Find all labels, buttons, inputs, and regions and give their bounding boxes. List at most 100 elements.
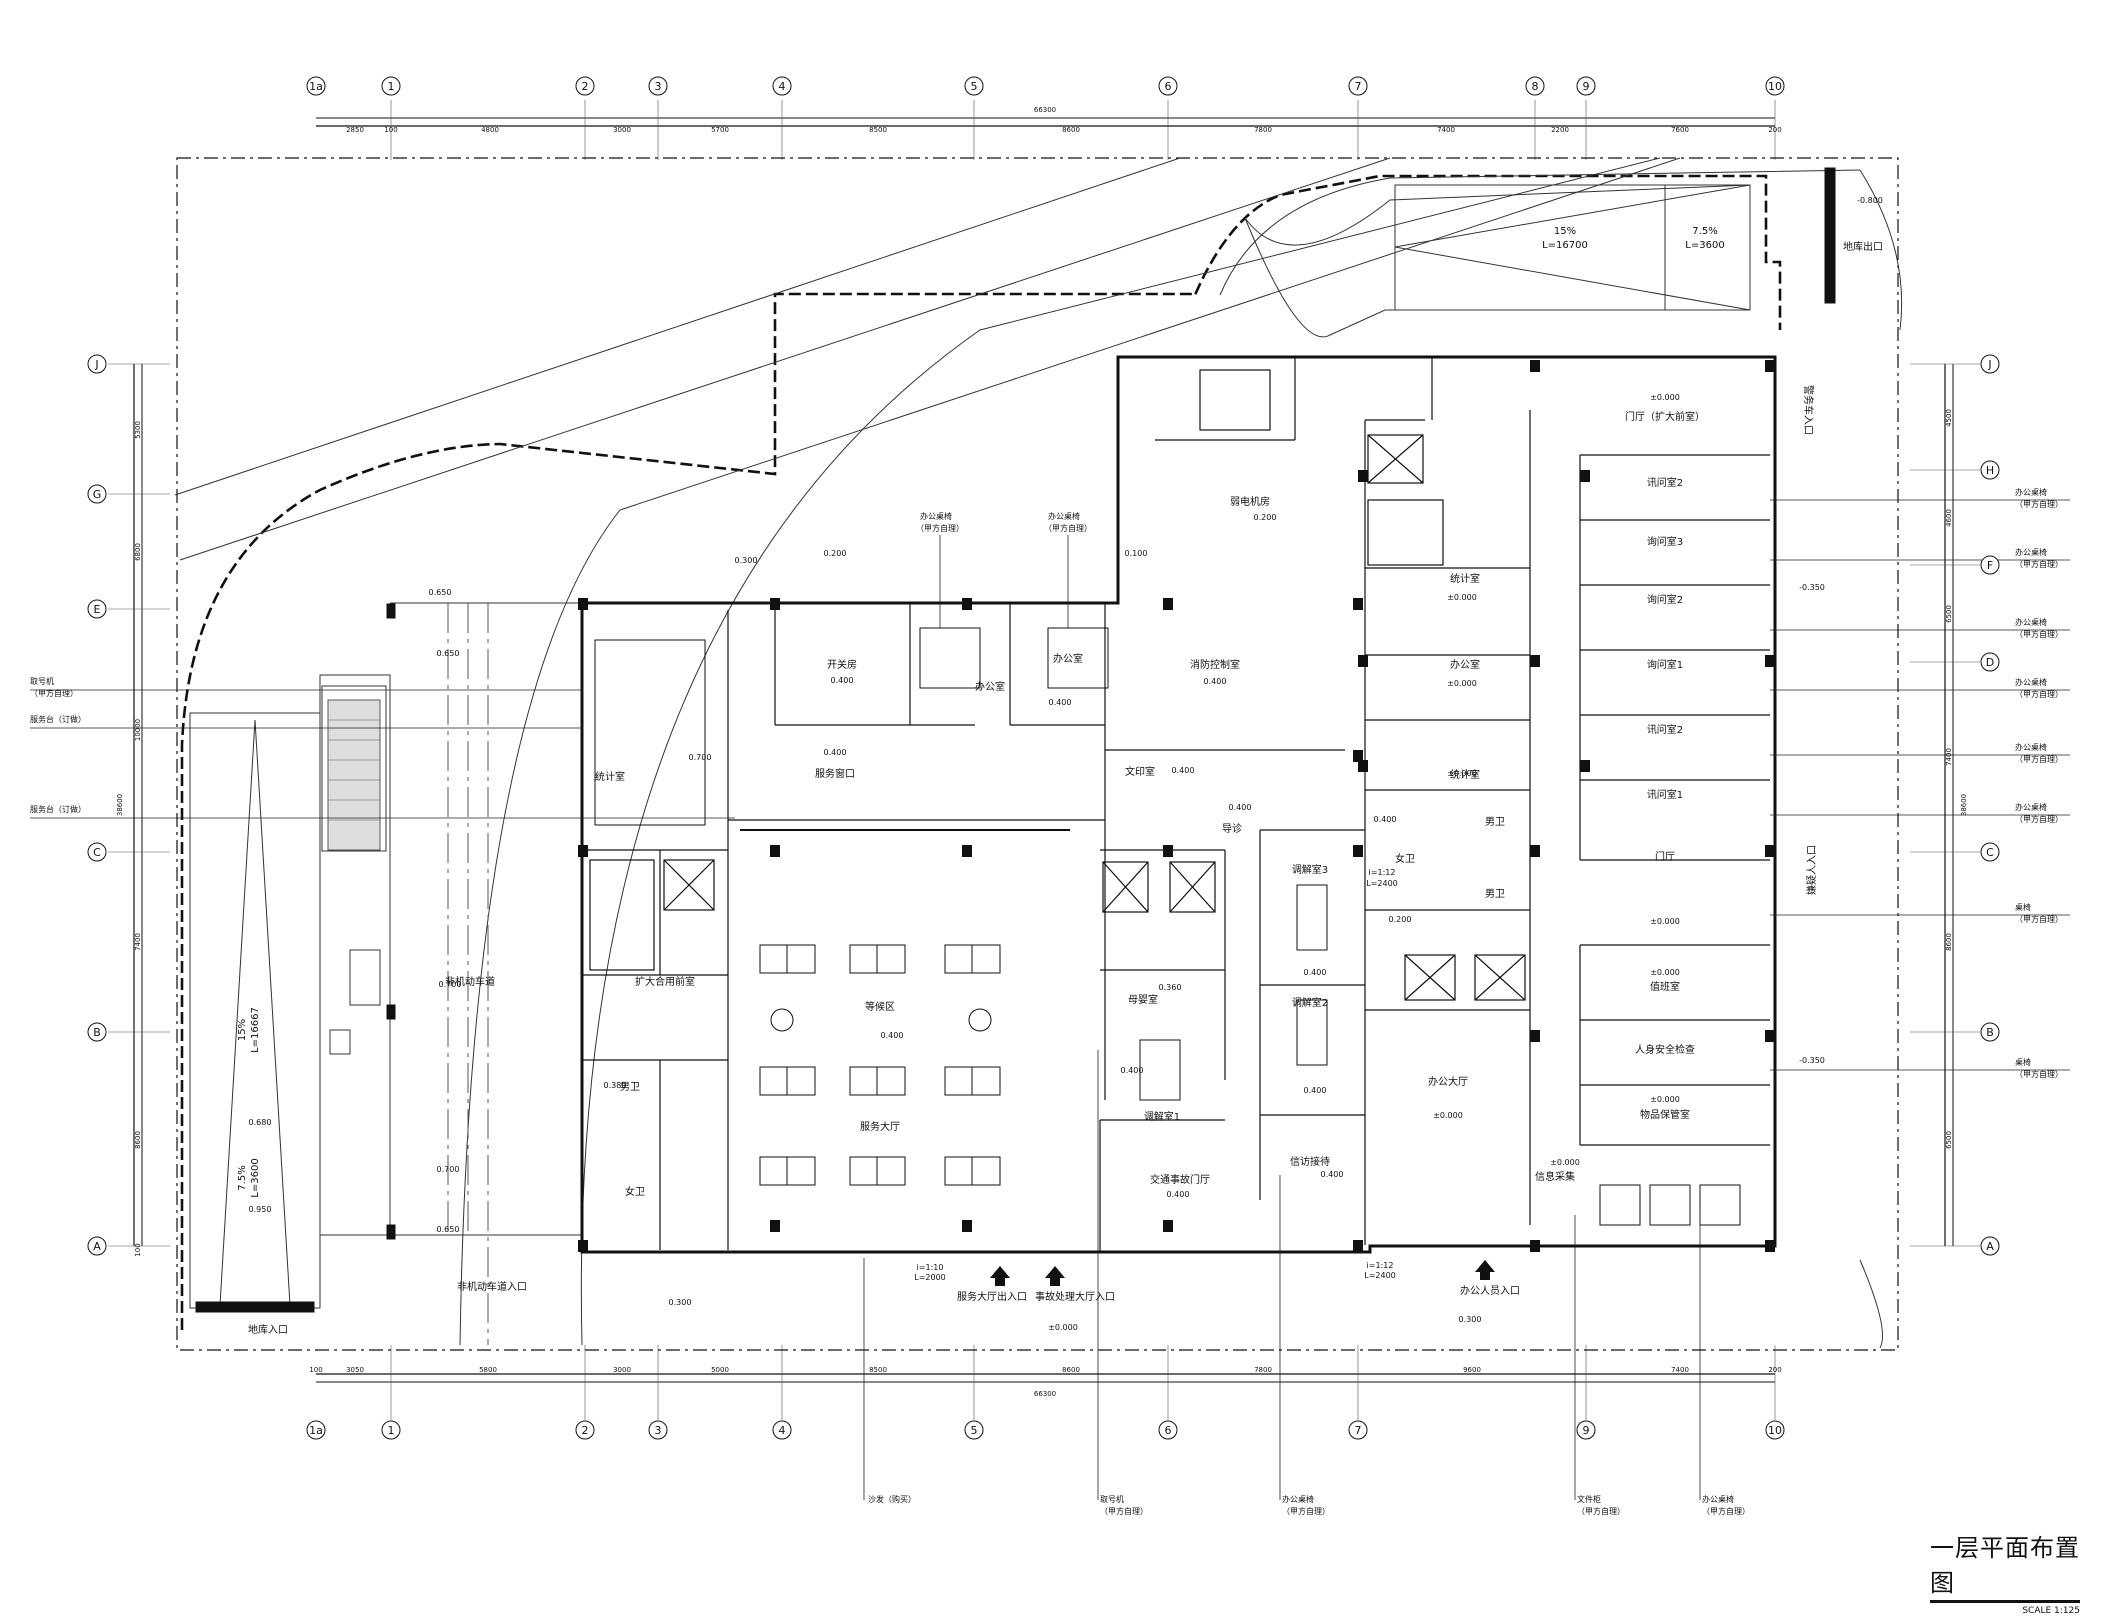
dimension-text: 4500 [1945, 409, 1953, 427]
level-mark: ±0.000 [1650, 393, 1680, 402]
leader-label: （甲方自理） [30, 688, 78, 698]
dimension-text: 7800 [1254, 1366, 1272, 1374]
level-mark: 0.700 [439, 980, 462, 989]
dimension-text: 100 [309, 1366, 322, 1374]
leader-label: （甲方自理） [2015, 814, 2063, 824]
level-mark: ±0.000 [1048, 1323, 1078, 1332]
axis-label: 3 [655, 80, 662, 93]
dimension-text: 8600 [1062, 126, 1080, 134]
dimension-text: 8600 [1062, 1366, 1080, 1374]
dimension-text: 100 [384, 126, 397, 134]
room-label: 信息采集 [1535, 1170, 1575, 1183]
dimension-text: 5800 [479, 1366, 497, 1374]
level-mark: 0.400 [1204, 677, 1227, 686]
ramp-slope: i=1:10 [917, 1263, 944, 1272]
level-mark: ±0.000 [1650, 917, 1680, 926]
room-label: 办公室 [1450, 658, 1480, 671]
room-label: 母婴室 [1128, 993, 1158, 1006]
room-label: 男卫 [1485, 816, 1505, 828]
room-label: 值班室 [1650, 980, 1680, 993]
axis-label: 4 [779, 1424, 786, 1437]
room-label: 统计室 [595, 770, 625, 783]
room-label: 等候区 [865, 1000, 895, 1013]
leader-label: 办公桌椅 [1702, 1494, 1734, 1504]
room-label: 文印室 [1125, 765, 1155, 778]
level-mark: ±0.000 [1433, 1111, 1463, 1120]
room-label: 询问室2 [1647, 593, 1683, 606]
room-label: 地库入口 [248, 1323, 288, 1336]
leader-label: 桌椅 [2015, 902, 2031, 912]
level-mark: 0.400 [881, 1031, 904, 1040]
ramp-length: L=2400 [1366, 879, 1398, 888]
axis-label: 1a [309, 80, 323, 93]
axis-label: D [1986, 656, 1994, 669]
ramp-label: 15% [237, 1019, 248, 1041]
room-label: 导诊 [1222, 822, 1242, 835]
level-mark: ±0.000 [1550, 1158, 1580, 1167]
dimension-total: 66300 [1034, 106, 1056, 114]
room-label: 讯问室2 [1647, 476, 1683, 489]
level-mark: 0.400 [1321, 1170, 1344, 1179]
level-mark: 0.400 [1374, 815, 1397, 824]
leader-label: 办公桌椅 [2015, 487, 2047, 497]
leader-label: （甲方自理） [1100, 1506, 1148, 1516]
level-mark: 0.380 [604, 1081, 627, 1090]
dimension-text: 2850 [346, 126, 364, 134]
dimension-text: 4600 [1945, 509, 1953, 527]
dimension-text: 7400 [1671, 1366, 1689, 1374]
axis-label: 5 [971, 1424, 978, 1437]
leader-label: （甲方自理） [2015, 689, 2063, 699]
dimension-text: 4800 [481, 126, 499, 134]
axis-label: C [93, 846, 101, 859]
leader-label: （甲方自理） [1044, 523, 1092, 533]
level-mark: 0.200 [824, 549, 847, 558]
axis-label: A [1986, 1240, 1994, 1253]
leader-label: （甲方自理） [1577, 1506, 1625, 1516]
axis-label: 6 [1165, 1424, 1172, 1437]
axis-label: G [93, 488, 102, 501]
leader-label: 办公桌椅 [1048, 511, 1080, 521]
dimension-text: 9600 [1463, 1366, 1481, 1374]
level-mark: 0.200 [1254, 513, 1277, 522]
leader-label: 办公桌椅 [1282, 1494, 1314, 1504]
level-mark: 0.200 [1389, 915, 1412, 924]
axis-label: B [1986, 1026, 1994, 1039]
level-mark: ±0.000 [1447, 769, 1477, 778]
room-label: 服务大厅 [860, 1120, 900, 1133]
room-label: 弱电机房 [1230, 495, 1270, 508]
room-label: 调解室3 [1292, 863, 1328, 876]
axis-label: 8 [1532, 80, 1539, 93]
leader-label: 桌椅 [2015, 1057, 2031, 1067]
ramp-length: L=3600 [250, 1158, 261, 1197]
dimension-text: 8500 [869, 1366, 887, 1374]
room-label: 讯问室2 [1647, 723, 1683, 736]
dimension-text: 8500 [869, 126, 887, 134]
leader-label: 取号机 [1100, 1494, 1124, 1504]
level-mark: 0.700 [689, 753, 712, 762]
dimension-text: 8600 [1945, 933, 1953, 951]
leader-label: 沙发（购买） [868, 1494, 916, 1504]
axis-label: H [1986, 464, 1994, 477]
level-mark: 0.400 [1167, 1190, 1190, 1199]
level-mark: 0.400 [824, 748, 847, 757]
level-mark: 0.680 [249, 1118, 272, 1127]
leader-label: （甲方自理） [2015, 914, 2063, 924]
leader-label: 文件柜 [1577, 1494, 1601, 1504]
axis-label: 3 [655, 1424, 662, 1437]
dimension-text: 3050 [346, 1366, 364, 1374]
ramp-label: 7.5% [237, 1165, 248, 1190]
axis-label: C [1986, 846, 1994, 859]
room-label: 非机动车道 [445, 975, 495, 988]
level-mark: 0.400 [1172, 766, 1195, 775]
room-label: 物品保管室 [1640, 1108, 1690, 1121]
axis-label: 6 [1165, 80, 1172, 93]
ramp-slope: i=1:12 [1367, 1261, 1394, 1270]
room-label: 门厅（扩大前室） [1625, 410, 1705, 423]
dimension-text: 10000 [134, 719, 142, 741]
room-label: 统计室 [1450, 768, 1480, 781]
leader-label: （甲方自理） [2015, 499, 2063, 509]
level-mark: 0.400 [1121, 1066, 1144, 1075]
leader-label: 服务台（订做） [30, 804, 86, 814]
room-label: 地库出口 [1843, 240, 1883, 253]
